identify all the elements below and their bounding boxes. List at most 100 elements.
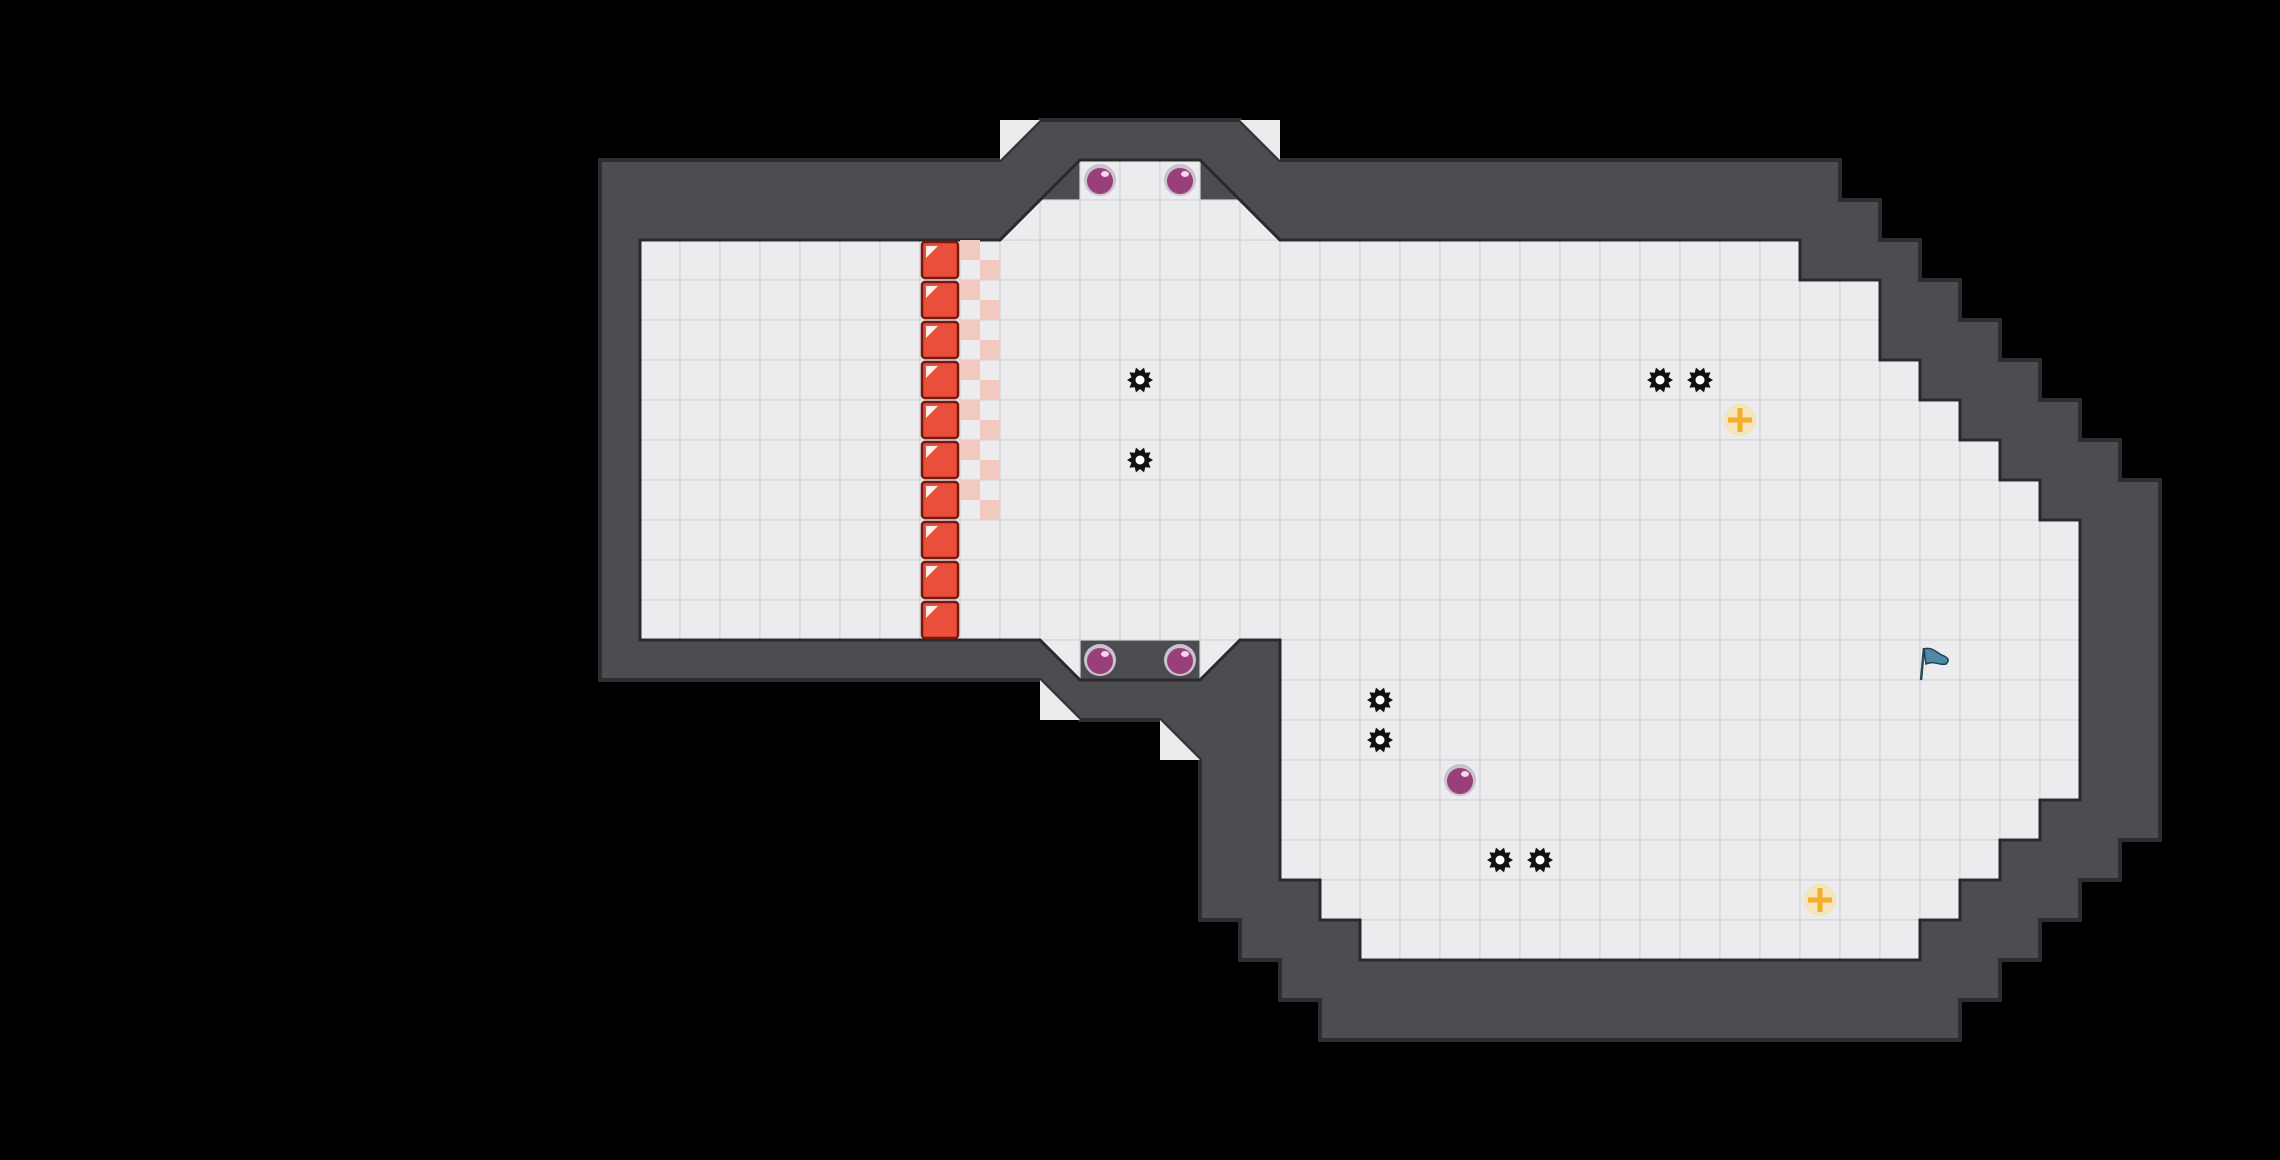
floor-tile [1359,759,1401,801]
floor-tile [1559,559,1601,601]
floor-tile [1319,559,1361,601]
red-pushable-block-icon[interactable] [920,480,960,520]
floor-tile [1679,759,1721,801]
floor-tile [1359,359,1401,401]
floor-tile [1919,519,1961,561]
red-pushable-block-icon[interactable] [920,560,960,600]
floor-tile [679,279,721,321]
floor-tile [679,439,721,481]
red-pushable-block-icon[interactable] [920,320,960,360]
floor-tile [839,559,881,601]
block-shine [926,606,938,618]
floor-tile [1519,519,1561,561]
red-pushable-block-icon[interactable] [920,360,960,400]
floor-tile [799,399,841,441]
red-pushable-block-icon[interactable] [920,600,960,640]
goal-flag-icon[interactable] [1919,647,1949,681]
floor-tile [1919,679,1961,721]
floor-tile [1879,479,1921,521]
trail-cell [960,400,980,420]
floor-tile [1279,479,1321,521]
floor-tile [1759,359,1801,401]
floor-tile [1639,839,1681,881]
floor-tile [1439,399,1481,441]
red-pushable-block-icon[interactable] [920,440,960,480]
spinning-saw-icon [1527,847,1553,873]
floor-tile [1079,399,1121,441]
floor-tile [1319,359,1361,401]
floor-tile [1959,599,2001,641]
floor-tile [879,559,921,601]
floor-tile [1279,319,1321,361]
floor-tile [1879,639,1921,681]
floor-tile [2039,599,2081,641]
floor-tile [1879,559,1921,601]
floor-tile [1439,839,1481,881]
red-pushable-block-icon[interactable] [920,520,960,560]
floor-tile [1799,279,1841,321]
floor-tile [1039,479,1081,521]
floor-tile [1839,679,1881,721]
trail-cell [980,500,1000,520]
wall-corner-notch [1160,720,1200,760]
floor-tile [879,399,921,441]
floor-tile [1239,399,1281,441]
floor-tile [1799,359,1841,401]
orb-highlight [1461,771,1469,777]
floor-tile [1719,239,1761,281]
floor-tile [1479,719,1521,761]
floor-tile [1479,599,1521,641]
floor-tile [1519,559,1561,601]
floor-tile [1639,799,1681,841]
floor-tile [1239,479,1281,521]
floor-tile [799,519,841,561]
floor-tile [1799,639,1841,681]
floor-tile [1079,199,1121,241]
floor-tile [1679,639,1721,681]
floor-tile [1639,439,1681,481]
red-pushable-block-icon[interactable] [920,400,960,440]
floor-tile [1119,319,1161,361]
floor-tile [1279,239,1321,281]
floor-tile [1519,759,1561,801]
gold-sparkle-coin-icon[interactable] [1724,404,1756,436]
floor-tile [1519,919,1561,961]
floor-tile [1679,599,1721,641]
floor-tile [999,439,1041,481]
floor-tile [1159,399,1201,441]
red-pushable-block-icon[interactable] [920,240,960,280]
wall-corner-notch [1040,680,1080,720]
red-pushable-block-icon[interactable] [920,280,960,320]
floor-tile [839,359,881,401]
floor-tile [1959,639,2001,681]
floor-tile [1079,519,1121,561]
floor-tile [1279,839,1321,881]
floor-tile [1519,239,1561,281]
floor-tile [1799,439,1841,481]
floor-tile [759,479,801,521]
floor-tile [679,599,721,641]
floor-tile [1879,439,1921,481]
floor-tile [1319,479,1361,521]
gold-sparkle-coin-icon[interactable] [1804,884,1836,916]
floor-tile [1759,319,1801,361]
floor-tile [1599,839,1641,881]
floor-tile [1639,239,1681,281]
floor-tile [1559,679,1601,721]
floor-tile [1719,839,1761,881]
floor-tile [1559,239,1601,281]
floor-tile [1759,479,1801,521]
floor-tile [1879,399,1921,441]
floor-tile [1959,799,2001,841]
floor-tile [1639,399,1681,441]
floor-tile [1199,279,1241,321]
floor-tile [719,599,761,641]
floor-tile [1559,279,1601,321]
floor-tile [1439,599,1481,641]
floor-tile [1439,639,1481,681]
floor-tile [1679,399,1721,441]
floor-tile [1719,559,1761,601]
spinning-saw-icon [1127,367,1153,393]
floor-tile [1879,879,1921,921]
floor-tile [1839,359,1881,401]
